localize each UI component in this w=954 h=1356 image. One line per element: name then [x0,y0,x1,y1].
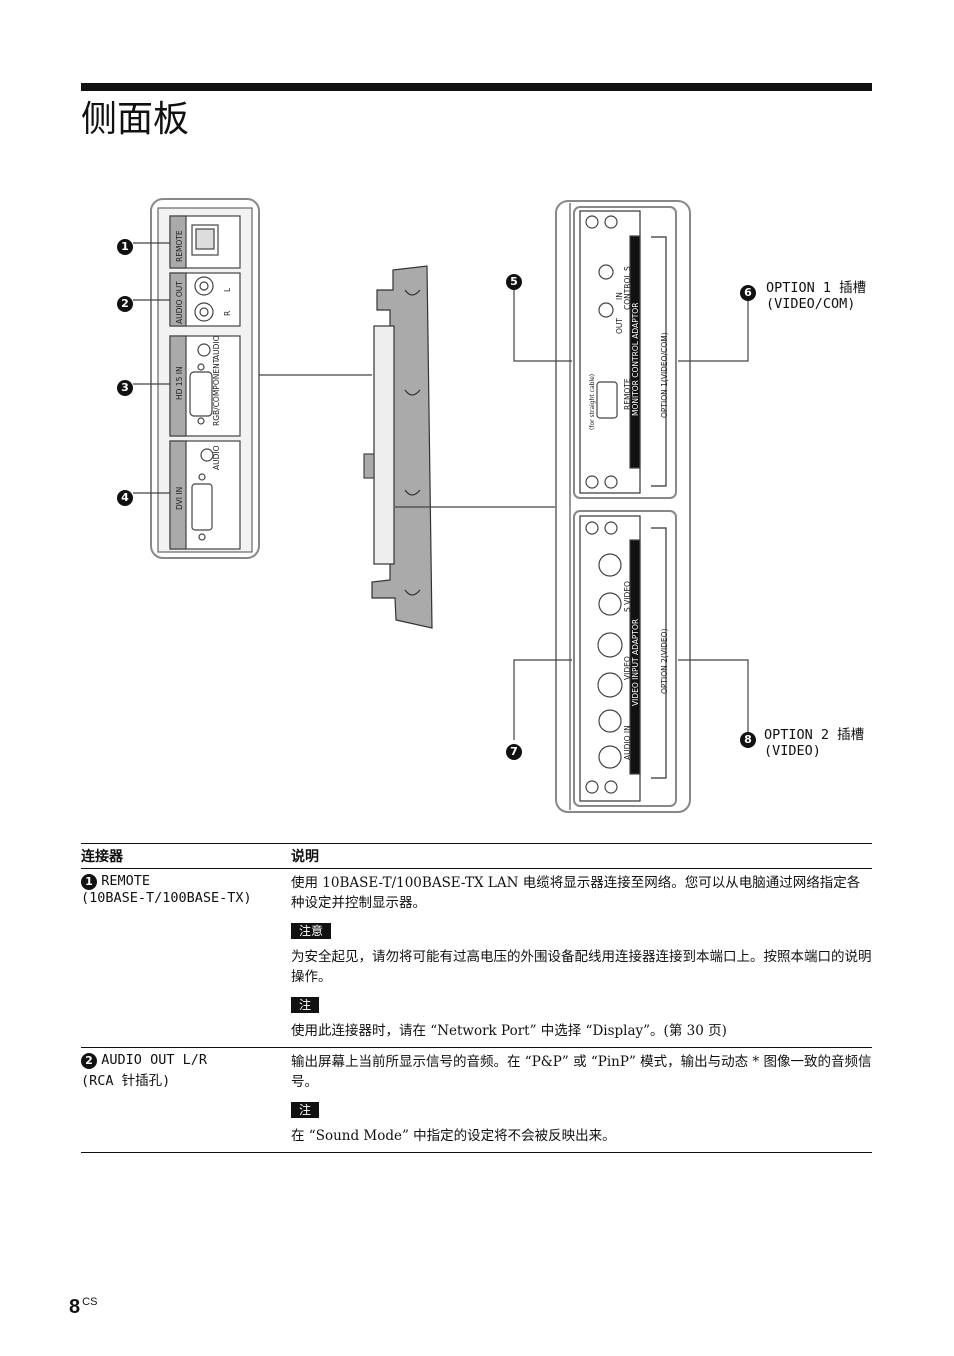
callout-6-label: OPTION 1 插槽 (VIDEO/COM) [766,280,867,312]
label-option2-slot: OPTION 2(VIDEO) [660,628,669,694]
callout-8-label: OPTION 2 插槽 (VIDEO) [764,727,865,759]
note-text: 在 “Sound Mode” 中指定的设定将不会被反映出来。 [291,1128,616,1144]
callout-7: 7 [506,740,522,760]
title-rule [81,83,872,91]
table-header-connector: 连接器 [81,843,291,869]
label-option1-in: IN [615,292,624,300]
callout-8: 8 [740,728,756,748]
note-tag: 注 [291,997,320,1013]
label-option1-slot: OPTION 1(VIDEO/COM) [660,332,669,418]
row-number-badge: 1 [81,874,97,890]
callout-5: 5 [506,270,522,290]
table-row: 2 AUDIO OUT L/R (RCA 针插孔) 输出屏幕上当前所显示信号的音… [81,1047,872,1153]
note-text: 使用此连接器时，请在 “Network Port” 中选择 “Display”。… [291,1023,727,1039]
caution-tag: 注意 [291,923,332,939]
caution-text: 为安全起见，请勿将可能有过高电压的外围设备配线用连接器连接到本端口上。按照本端口… [291,949,872,985]
table-header-description: 说明 [291,843,872,869]
label-audio-hd: AUDIO [212,335,221,360]
label-option1-out: OUT [615,318,624,334]
side-panel-diagram: REMOTE AUDIO OUT L R HD 15 IN RGB/COMPON… [133,198,749,813]
connector-table: 连接器 说明 1 REMOTE (10BASE-T/100BASE-TX) 使用… [81,843,872,1153]
connector-name: REMOTE [101,873,151,889]
callout-1: 1 [117,235,133,255]
row-number-badge: 2 [81,1053,97,1069]
label-option1-straight: (for straight cable) [589,374,596,430]
label-option1-remote: REMOTE [623,378,632,410]
connector-description: 使用 10BASE-T/100BASE-TX LAN 电缆将显示器连接至网络。您… [291,875,861,911]
label-audio-l: L [223,287,232,292]
label-audio-dvi: AUDIO [212,445,221,470]
label-option2-audioin: AUDIO IN [623,725,632,760]
label-hd15: HD 15 IN [175,366,184,400]
left-panel-frame [150,198,260,559]
callout-6: 6 [740,281,756,301]
label-audio-out: AUDIO OUT [175,281,184,324]
connector-sub: (RCA 针插孔) [81,1073,171,1089]
label-remote: REMOTE [175,230,184,262]
label-option1-controls: CONTROL S [623,266,632,310]
connector-name: AUDIO OUT L/R [101,1052,207,1068]
note-tag: 注 [291,1102,320,1118]
callout-2: 2 [117,292,133,312]
label-dvi: DVI IN [175,487,184,510]
table-row: 1 REMOTE (10BASE-T/100BASE-TX) 使用 10BASE… [81,869,872,1048]
label-option2-adaptor: VIDEO INPUT ADAPTOR [631,619,640,706]
label-option2-svideo: S VIDEO [623,581,632,612]
label-rgb: RGB/COMPONENT [212,358,221,426]
label-option1-adaptor: MONITOR CONTROL ADAPTOR [631,303,640,416]
label-audio-r: R [223,311,232,316]
callout-4: 4 [117,486,133,506]
connector-description: 输出屏幕上当前所显示信号的音频。在 “P&P” 或 “PinP” 模式，输出与动… [291,1054,872,1090]
callout-3: 3 [117,376,133,396]
page-title: 侧面板 [81,99,190,140]
label-option2-video: VIDEO [623,656,632,680]
connector-sub: (10BASE-T/100BASE-TX) [81,890,252,906]
